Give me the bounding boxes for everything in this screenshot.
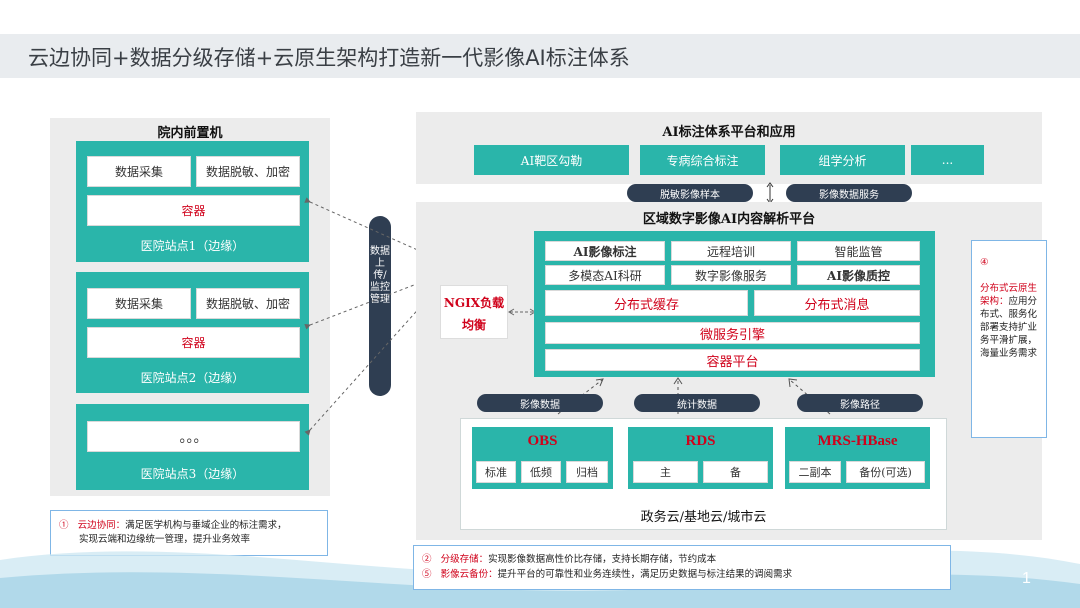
service-digital-image: 数字影像服务 — [671, 265, 791, 285]
image-data-pill: 影像数据 — [477, 394, 603, 412]
note-text: 实现影像数据高性价比存储，支持长期存储，节约成本 — [488, 554, 717, 565]
stat-data-pill: 统计数据 — [634, 394, 760, 412]
service-smart-supervision: 智能监管 — [797, 241, 920, 261]
title-bar — [0, 34, 1080, 78]
page-marker: 1 — [1022, 570, 1031, 587]
note-label: 影像云备份： — [440, 569, 498, 580]
regional-platform-title: 区域数字影像AI内容解析平台 — [642, 212, 816, 227]
obs-tier-archive: 归档 — [566, 461, 608, 483]
container-box: 容器 — [87, 327, 300, 358]
page-title: 云边协同+数据分级存储+云原生架构打造新一代影像AI标注体系 — [28, 46, 630, 70]
image-data-service-pill: 影像数据服务 — [786, 184, 912, 202]
note-label: 分布式云原生架构： — [980, 283, 1038, 307]
site-label: 医院站点1（边缘） — [140, 239, 245, 253]
nginx-label-line2: 均衡 — [461, 318, 486, 332]
service-ai-annotation: AI影像标注 — [545, 241, 665, 261]
service-multimodal-research: 多模态AI科研 — [545, 265, 665, 285]
obs-tier-standard: 标准 — [476, 461, 516, 483]
note-text: 实现云端和边缘统一管理，提升业务效率 — [79, 534, 251, 545]
obs-title: OBS — [527, 433, 558, 449]
note-number: ① — [59, 520, 69, 531]
note-text: 应用分布式、服务化部署支持扩业务平滑扩展，海量业务需求 — [980, 296, 1038, 359]
nginx-link-arrow-icon — [508, 308, 536, 316]
container-platform: 容器平台 — [545, 349, 920, 371]
obs-tier-low-freq: 低频 — [521, 461, 561, 483]
note-body: 分布式云原生架构：应用分布式、服务化部署支持扩业务平滑扩展，海量业务需求 — [980, 282, 1038, 360]
data-mask-encrypt-button: 数据脱敏、加密 — [196, 288, 300, 319]
hospital-panel-title: 院内前置机 — [157, 126, 223, 141]
data-collect-button: 数据采集 — [87, 288, 191, 319]
note-text: 提升平台的可靠性和业务连续性，满足历史数据与标注结果的调阅需求 — [497, 569, 793, 580]
bidirectional-arrow-icon — [766, 182, 774, 204]
hbase-title: MRS-HBase — [817, 433, 898, 449]
rds-standby: 备 — [703, 461, 768, 483]
service-ai-qc: AI影像质控 — [797, 265, 920, 285]
note-number: ⑤ — [422, 569, 432, 580]
data-collect-button: 数据采集 — [87, 156, 191, 187]
disease-annotation-button: 专病综合标注 — [640, 145, 765, 175]
hbase-two-replica: 二副本 — [789, 461, 841, 483]
note-label: 云边协同： — [77, 520, 126, 531]
data-mask-encrypt-button: 数据脱敏、加密 — [196, 156, 300, 187]
image-path-pill: 影像路径 — [797, 394, 923, 412]
rds-primary: 主 — [633, 461, 698, 483]
container-box: 容器 — [87, 195, 300, 226]
note-label: 分级存储： — [440, 554, 489, 565]
note-number: ② — [422, 554, 432, 565]
note-number: ④ — [980, 257, 989, 268]
distributed-message: 分布式消息 — [754, 290, 920, 316]
ai-contour-button: AI靶区勾勒 — [474, 145, 629, 175]
hbase-backup-optional: 备份(可选) — [846, 461, 925, 483]
nginx-box — [440, 285, 508, 339]
microservice-engine: 微服务引擎 — [545, 322, 920, 344]
rds-title: RDS — [685, 433, 716, 449]
note-edge-cloud: ① 云边协同：满足医学机构与垂域企业的标注需求， 实现云端和边缘统一管理，提升业… — [50, 510, 328, 556]
distributed-cache: 分布式缓存 — [545, 290, 748, 316]
ai-platform-title: AI标注体系平台和应用 — [662, 125, 796, 140]
note-text: 满足医学机构与垂域企业的标注需求， — [125, 520, 287, 531]
note-storage-backup: ② 分级存储：实现影像数据高性价比存储，支持长期存储，节约成本 ⑤ 影像云备份：… — [413, 545, 951, 590]
cloud-label: 政务云/基地云/城市云 — [640, 510, 767, 525]
ellipsis-box: 。。。 — [87, 421, 300, 452]
nginx-label-line1: NGIX负载 — [443, 296, 505, 310]
site-label: 医院站点3（边缘） — [140, 467, 245, 481]
site-label: 医院站点2（边缘） — [140, 371, 245, 385]
note-cloud-native: ④ 分布式云原生架构：应用分布式、服务化部署支持扩业务平滑扩展，海量业务需求 — [971, 240, 1047, 438]
masked-sample-pill: 脱敏影像样本 — [627, 184, 753, 202]
more-button: ... — [911, 145, 984, 175]
service-remote-training: 远程培训 — [671, 241, 791, 261]
omics-analysis-button: 组学分析 — [780, 145, 905, 175]
